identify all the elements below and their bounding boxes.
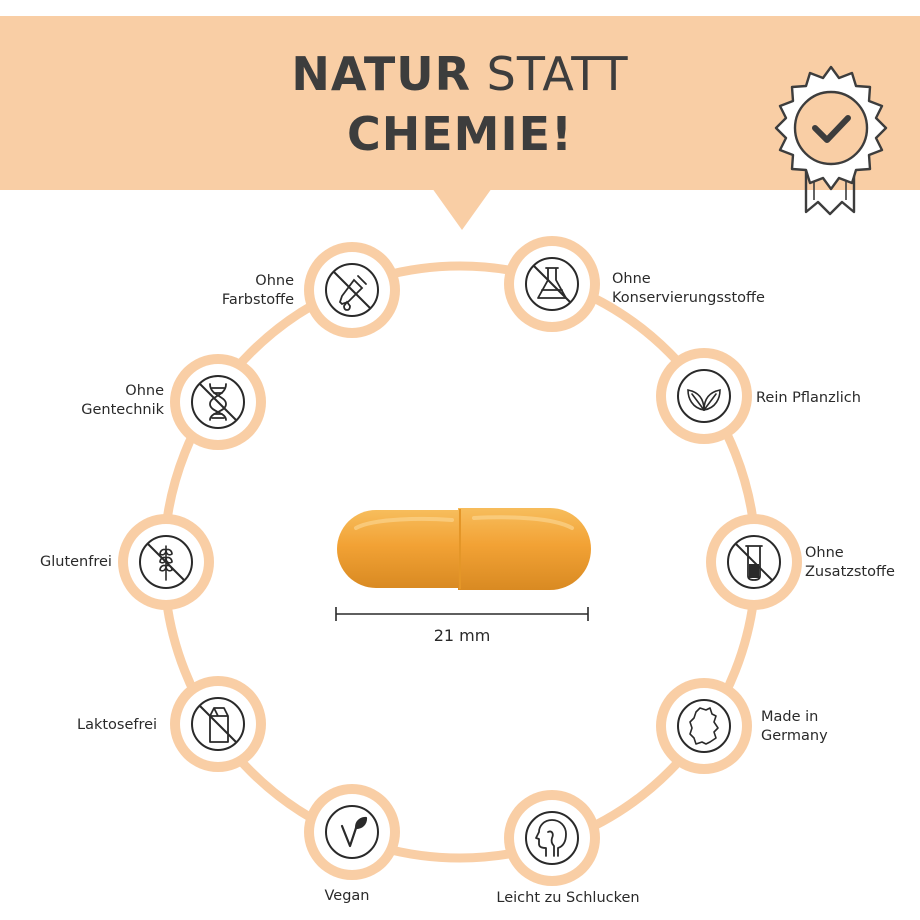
badge-ohne-farbstoffe — [304, 242, 400, 338]
label-laktosefrei: Laktosefrei — [77, 717, 158, 733]
capsule-image — [337, 508, 591, 590]
no-milk-carton-icon — [191, 697, 245, 751]
headline: NATUR STATT CHEMIE! — [0, 44, 920, 164]
length-measure-line — [335, 607, 589, 621]
capsule-length-label: 21 mm — [433, 626, 491, 645]
headline-word-statt: STATT — [471, 47, 629, 101]
badge-rein-pflanzlich — [656, 348, 752, 444]
badge-made-in-germany — [656, 678, 752, 774]
no-wheat-icon — [139, 535, 193, 589]
label-glutenfrei: Glutenfrei — [40, 554, 112, 570]
head-swallow-icon — [525, 811, 579, 865]
badge-ohne-gentechnik — [170, 354, 266, 450]
badge-ohne-konservierungsstoffe — [504, 236, 600, 332]
label-leicht-zu-schlucken: Leicht zu Schlucken — [496, 890, 640, 906]
badge-leicht-zu-schlucken — [504, 790, 600, 886]
no-dna-icon — [191, 375, 245, 429]
no-flask-icon — [525, 257, 579, 311]
badge-vegan — [304, 784, 400, 880]
badge-ohne-zusatzstoffe — [706, 514, 802, 610]
no-dropper-icon — [325, 263, 379, 317]
badge-glutenfrei — [118, 514, 214, 610]
leaves-icon — [677, 369, 731, 423]
label-vegan: Vegan — [324, 888, 370, 904]
headline-word-natur: NATUR — [291, 47, 472, 101]
no-test-tube-icon — [727, 535, 781, 589]
germany-map-icon — [677, 699, 731, 753]
vegan-leaf-icon — [325, 805, 379, 859]
badge-laktosefrei — [170, 676, 266, 772]
header-banner — [0, 16, 920, 190]
headline-word-chemie: CHEMIE! — [347, 107, 573, 161]
quality-seal-check-icon — [774, 65, 888, 216]
label-rein-pflanzlich: Rein Pflanzlich — [756, 390, 861, 406]
banner-pointer — [432, 188, 492, 230]
